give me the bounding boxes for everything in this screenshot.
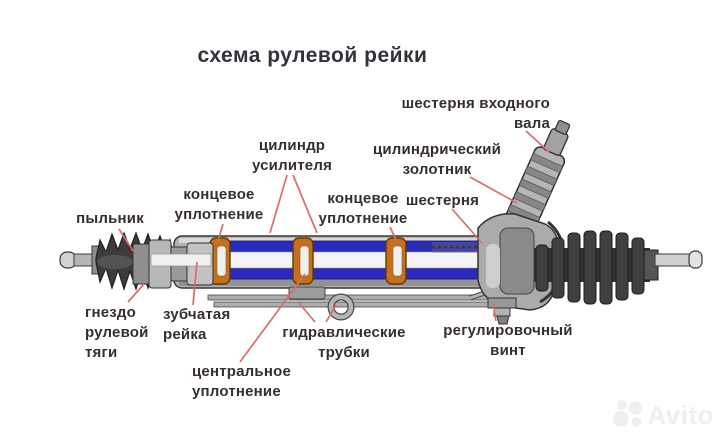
leader-line-pinion xyxy=(451,208,483,244)
avito-logo-icon xyxy=(612,400,643,427)
leader-line-spool-valve xyxy=(469,176,518,204)
leader-line-rack-bar xyxy=(192,261,198,306)
label-shesternya-vkhodnogo-vala: шестерня входного вала xyxy=(401,95,550,132)
leader-line-adjusting-screw xyxy=(492,302,497,322)
hydraulic-tubes xyxy=(207,283,506,321)
label-pylnik: пыльник xyxy=(76,210,144,227)
leader-line-input-shaft-gear xyxy=(525,130,550,153)
label-zubchataya-reyka: зубчатая рейка xyxy=(163,306,231,343)
label-tsentralnoe-uplotnenie: центральное уплотнение xyxy=(192,363,291,400)
leader-line-dust-boot xyxy=(118,228,134,252)
label-regulirovochniy-vint: регулировочный винт xyxy=(443,322,573,359)
leader-line-power-cylinder-b xyxy=(292,174,318,234)
label-kontsevoe-mid: концевое уплотнение xyxy=(318,190,408,227)
end-seal-right xyxy=(385,237,407,285)
leader-line-hydraulic-tube-b xyxy=(325,304,337,323)
leader-line-end-seal-left xyxy=(217,223,224,242)
watermark: Avito xyxy=(610,396,714,434)
leader-lines xyxy=(118,130,550,363)
leader-line-central-seal xyxy=(239,273,306,363)
end-seal-left xyxy=(209,237,231,285)
label-gnezdo-rulevoy-tyagi: гнездо рулевой тяги xyxy=(85,304,149,361)
rack-bar xyxy=(181,242,521,269)
tie-rod-socket xyxy=(132,239,214,289)
label-kontsevoe-left: концевое уплотнение xyxy=(174,186,264,223)
label-tsilindr-usilitelya: цилиндр усилителя xyxy=(251,137,333,174)
leader-line-hydraulic-tube-a xyxy=(298,302,316,323)
right-tie-rod xyxy=(654,250,703,269)
page-title: схема рулевой рейки xyxy=(197,44,428,67)
right-dust-boot xyxy=(534,230,659,305)
leader-line-tie-rod-socket xyxy=(127,283,145,303)
watermark-text: Avito xyxy=(647,399,714,430)
leader-line-end-seal-right xyxy=(389,226,397,241)
label-gidravlicheskie-trubki: гидравлические трубки xyxy=(282,324,406,361)
leader-line-power-cylinder-a xyxy=(269,174,288,234)
label-tsilindricheskiy-zolotnik: цилиндрический золотник xyxy=(372,141,502,178)
label-shesternya: шестерня xyxy=(405,192,480,209)
